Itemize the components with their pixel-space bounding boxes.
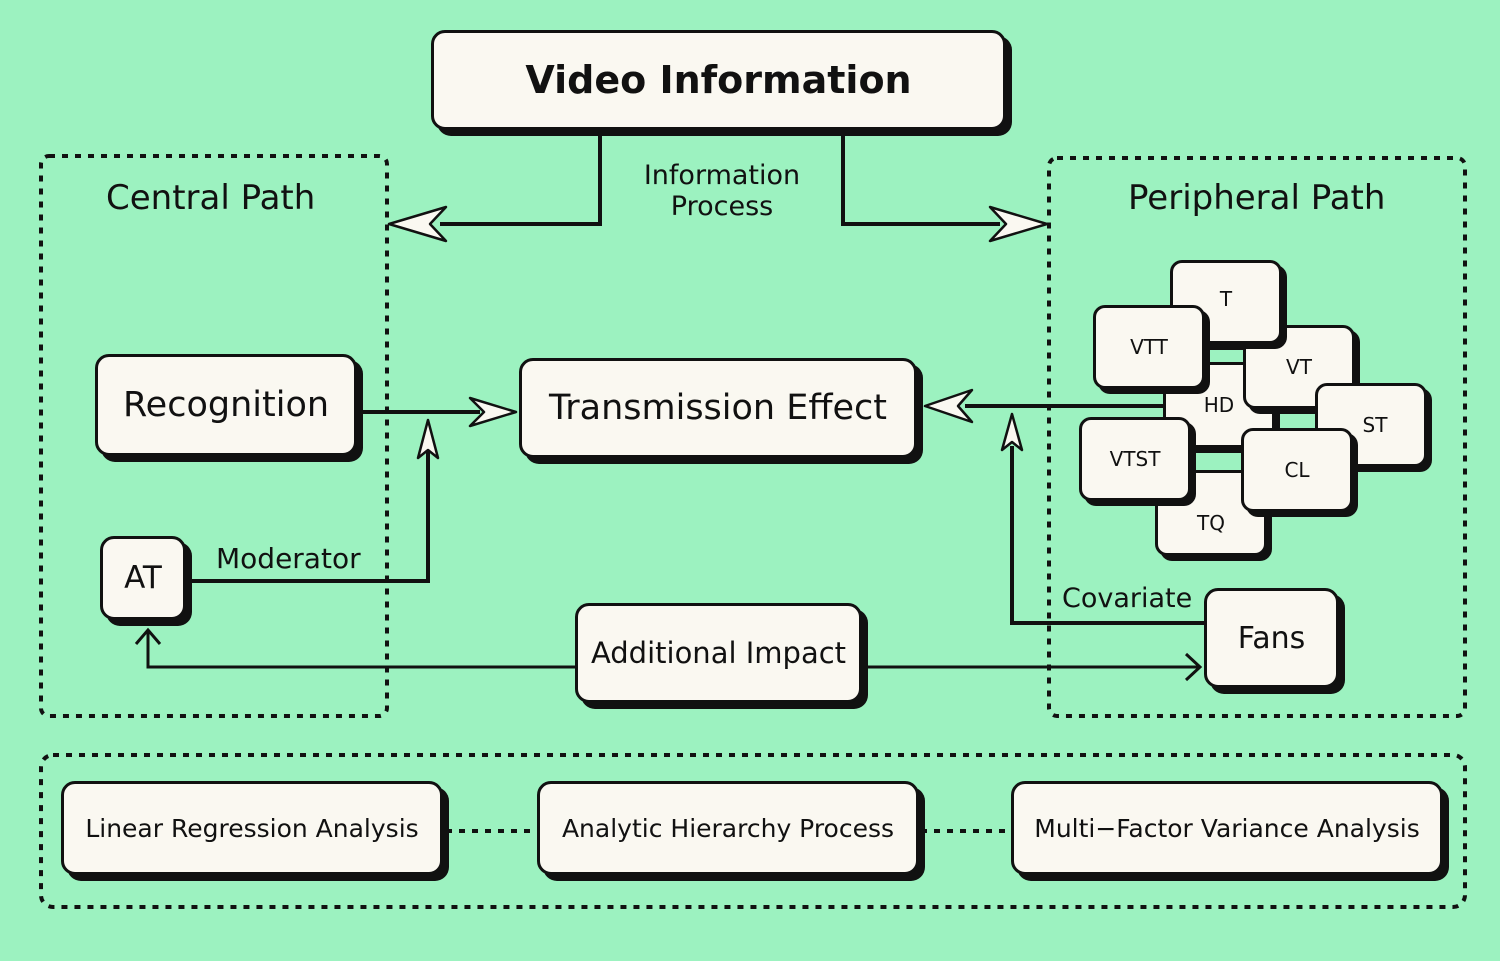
additional-impact-label: Additional Impact	[590, 636, 847, 670]
arrowhead-at	[134, 627, 162, 645]
method-multi-factor-variance-label: Multi−Factor Variance Analysis	[1034, 813, 1420, 843]
transmission-effect-label: Transmission Effect	[549, 388, 887, 428]
cluster-node-cl: CL	[1241, 428, 1353, 512]
arrowhead-moderator	[416, 418, 440, 460]
cluster-node-tq-label: TQ	[1197, 511, 1225, 535]
arrowhead-transmission-left	[468, 396, 518, 428]
cluster-node-st-label: ST	[1362, 413, 1388, 437]
video-information-box: Video Information	[431, 30, 1006, 130]
cluster-node-vtst: VTST	[1079, 417, 1191, 501]
cluster-node-cl-label: CL	[1284, 458, 1310, 482]
moderator-link	[186, 450, 430, 583]
methods-frame	[39, 753, 1467, 909]
impact-to-at	[146, 632, 576, 669]
arrowhead-peripheral	[988, 205, 1049, 243]
recognition-box: Recognition	[95, 354, 357, 456]
arrowhead-central	[387, 205, 448, 243]
arrowhead-transmission-right	[923, 388, 974, 424]
central-path-frame	[39, 154, 389, 718]
information-process-label: Information Process	[643, 160, 801, 222]
recognition-label: Recognition	[122, 385, 330, 425]
cluster-bar	[1205, 342, 1250, 350]
branch-to-central	[440, 132, 602, 226]
method-linear-regression-label: Linear Regression Analysis	[85, 813, 419, 843]
moderator-label: Moderator	[216, 542, 361, 575]
cluster-node-t-label: T	[1219, 287, 1233, 311]
at-label: AT	[124, 560, 162, 596]
fans-label: Fans	[1237, 620, 1306, 656]
cluster-node-vt-label: VT	[1286, 355, 1312, 379]
video-information-label: Video Information	[525, 58, 912, 102]
additional-impact-box: Additional Impact	[575, 603, 862, 703]
at-box: AT	[100, 536, 186, 620]
method-linear-regression-box: Linear Regression Analysis	[61, 781, 443, 875]
method-analytic-hierarchy-box: Analytic Hierarchy Process	[537, 781, 919, 875]
central-path-title: Central Path	[106, 178, 316, 218]
method-multi-factor-variance-box: Multi−Factor Variance Analysis	[1011, 781, 1443, 875]
cluster-node-vtst-label: VTST	[1109, 447, 1161, 471]
transmission-effect-box: Transmission Effect	[519, 358, 917, 458]
fans-box: Fans	[1204, 588, 1339, 688]
peripheral-path-title: Peripheral Path	[1128, 178, 1386, 218]
cluster-node-hd-label: HD	[1203, 393, 1235, 417]
method-analytic-hierarchy-label: Analytic Hierarchy Process	[561, 813, 895, 843]
covariate-label: Covariate	[1062, 583, 1193, 614]
cluster-node-vtt: VTT	[1093, 305, 1205, 389]
covariate-link	[1010, 446, 1205, 625]
cluster-node-vtt-label: VTT	[1130, 335, 1168, 359]
arrowhead-covariate	[1000, 412, 1024, 452]
branch-to-peripheral	[841, 132, 1000, 226]
peripheral-path-frame	[1047, 156, 1467, 718]
arrowhead-fans	[1184, 652, 1203, 682]
